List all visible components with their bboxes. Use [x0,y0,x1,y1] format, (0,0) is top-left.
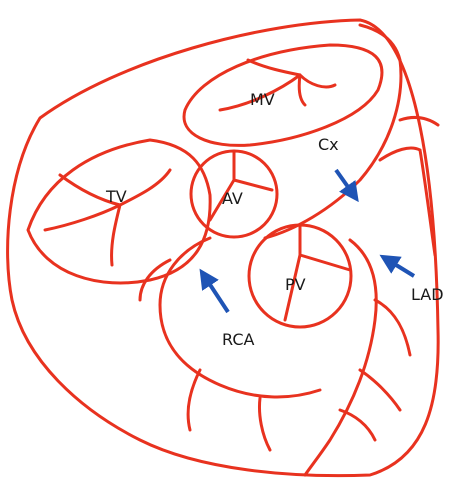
tv-label: TV [105,187,127,206]
cx-label: Cx [318,135,339,154]
heart-outline-group [8,20,439,476]
tricuspid-valve-leaflets [45,170,170,265]
av-label: AV [222,189,243,208]
lad-artery [305,240,376,475]
rca-label: RCA [222,330,254,349]
mitral-valve-ring [184,45,382,145]
outer-heart-contour [8,20,439,476]
circumflex-artery [265,25,401,238]
mv-label: MV [250,90,275,109]
pv-label: PV [285,275,306,294]
rca-arrow [205,277,228,312]
lad-arrow [388,260,414,276]
cx-arrow [336,170,353,194]
lad-label: LAD [411,285,444,304]
rca-artery [160,238,320,397]
